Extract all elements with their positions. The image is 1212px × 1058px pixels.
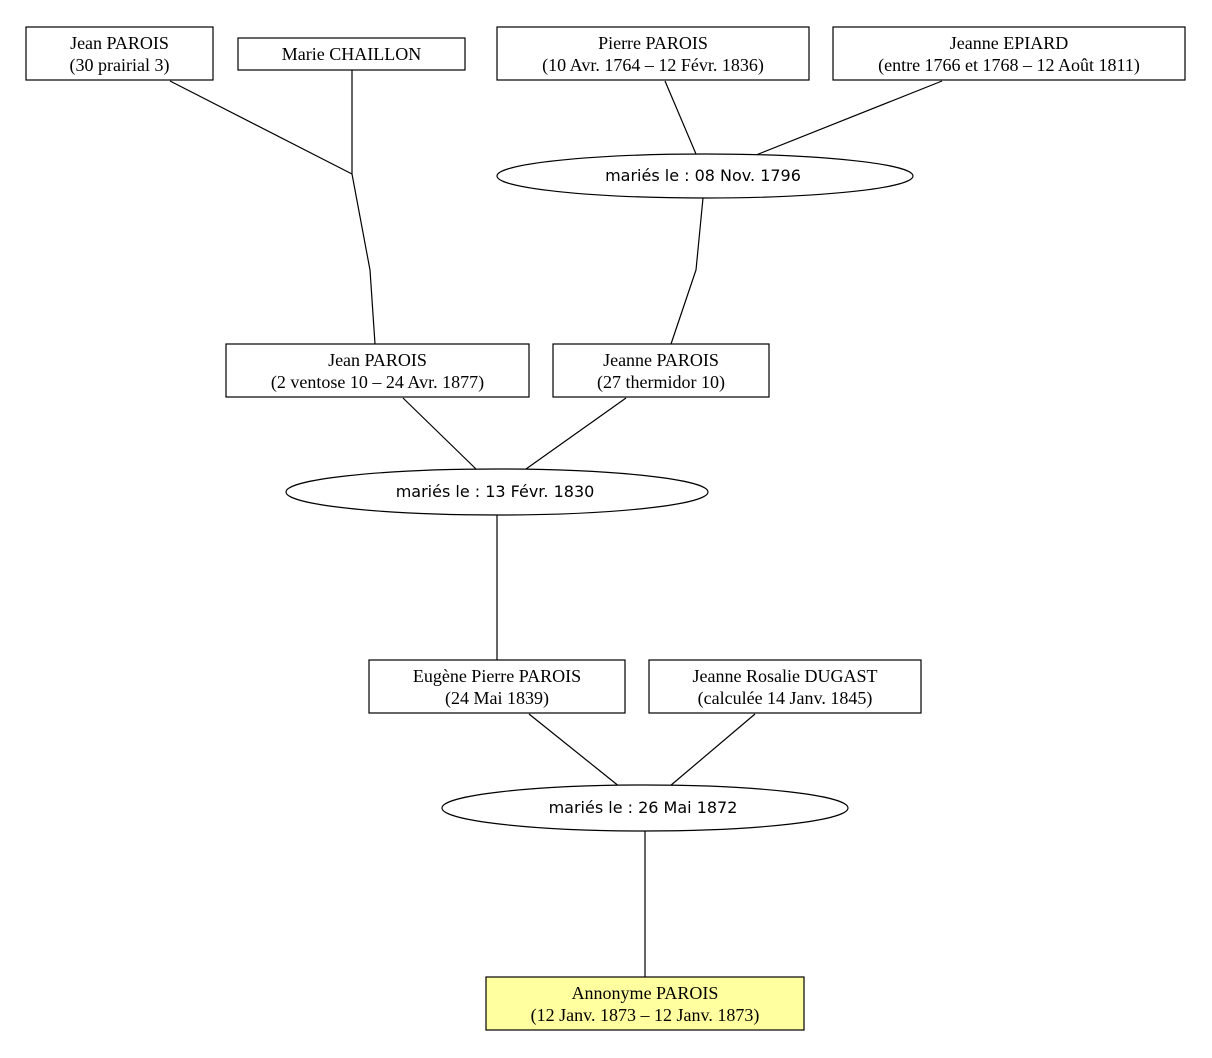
person-box-border: [552, 343, 770, 398]
person-box-border: [485, 976, 805, 1031]
edge-eugene-to-union-1872: [528, 713, 621, 788]
person-box-border: [225, 343, 530, 398]
person-box-border: [496, 26, 810, 81]
person-name: Jeanne Rosalie DUGAST: [693, 666, 878, 686]
edge-jeanne-epiard-to-union-1796: [755, 80, 943, 156]
person-box-border: [25, 26, 214, 81]
person-dates: (27 thermidor 10): [597, 372, 725, 393]
person-box[interactable]: Jean PAROIS (2 ventose 10 – 24 Avr. 1877…: [225, 343, 530, 398]
person-dates: (entre 1766 et 1768 – 12 Août 1811): [878, 55, 1140, 76]
edge-jean-sr-to-join: [169, 80, 353, 175]
edge-jeanne-parois-to-union-1830: [525, 397, 627, 470]
union-ellipse: [441, 784, 849, 832]
edges: [169, 70, 943, 977]
union-label: mariés le : 13 Févr. 1830: [396, 482, 595, 501]
person-name: Jeanne PAROIS: [603, 350, 719, 370]
person-name: Jean PAROIS: [70, 33, 169, 53]
person-name: Annonyme PAROIS: [572, 983, 719, 1003]
person-dates: (24 Mai 1839): [445, 688, 549, 709]
person-box-border: [648, 659, 922, 714]
person-name: Jean PAROIS: [328, 350, 427, 370]
union-node[interactable]: mariés le : 08 Nov. 1796: [496, 153, 914, 199]
person-dates: (10 Avr. 1764 – 12 Févr. 1836): [542, 55, 764, 76]
person-box[interactable]: Pierre PAROIS (10 Avr. 1764 – 12 Févr. 1…: [496, 26, 810, 81]
person-name: Jeanne EPIARD: [950, 33, 1068, 53]
person-box-highlighted[interactable]: Annonyme PAROIS (12 Janv. 1873 – 12 Janv…: [485, 976, 805, 1031]
union-ellipse: [496, 153, 914, 199]
person-box[interactable]: Jean PAROIS (30 prairial 3): [25, 26, 214, 81]
union-node[interactable]: mariés le : 13 Févr. 1830: [285, 468, 709, 516]
person-box[interactable]: Jeanne Rosalie DUGAST (calculée 14 Janv.…: [648, 659, 922, 714]
person-dates: (2 ventose 10 – 24 Avr. 1877): [271, 372, 484, 393]
union-ellipse: [285, 468, 709, 516]
person-box[interactable]: Jeanne PAROIS (27 thermidor 10): [552, 343, 770, 398]
person-box[interactable]: Jeanne EPIARD (entre 1766 et 1768 – 12 A…: [832, 26, 1186, 81]
edge-union-1796-to-jeanne-parois: [670, 197, 704, 345]
union-node[interactable]: mariés le : 26 Mai 1872: [441, 784, 849, 832]
person-name: Eugène Pierre PAROIS: [413, 666, 581, 686]
person-box-border: [832, 26, 1186, 81]
person-name: Marie CHAILLON: [282, 44, 421, 64]
person-box[interactable]: Eugène Pierre PAROIS (24 Mai 1839): [368, 659, 626, 714]
edge-join-to-jean-jr: [351, 173, 376, 345]
edge-jeanne-dugast-to-union-1872: [669, 713, 756, 787]
person-name: Pierre PAROIS: [598, 33, 708, 53]
person-box-border: [237, 37, 466, 71]
person-dates: (30 prairial 3): [70, 55, 170, 76]
person-dates: (12 Janv. 1873 – 12 Janv. 1873): [531, 1005, 760, 1026]
union-label: mariés le : 08 Nov. 1796: [605, 166, 801, 185]
person-box[interactable]: Marie CHAILLON: [237, 37, 466, 71]
person-box-border: [368, 659, 626, 714]
person-dates: (calculée 14 Janv. 1845): [698, 688, 873, 709]
union-label: mariés le : 26 Mai 1872: [549, 798, 738, 817]
edge-pierre-to-union-1796: [664, 80, 697, 155]
edge-jean-jr-to-union-1830: [402, 397, 477, 470]
